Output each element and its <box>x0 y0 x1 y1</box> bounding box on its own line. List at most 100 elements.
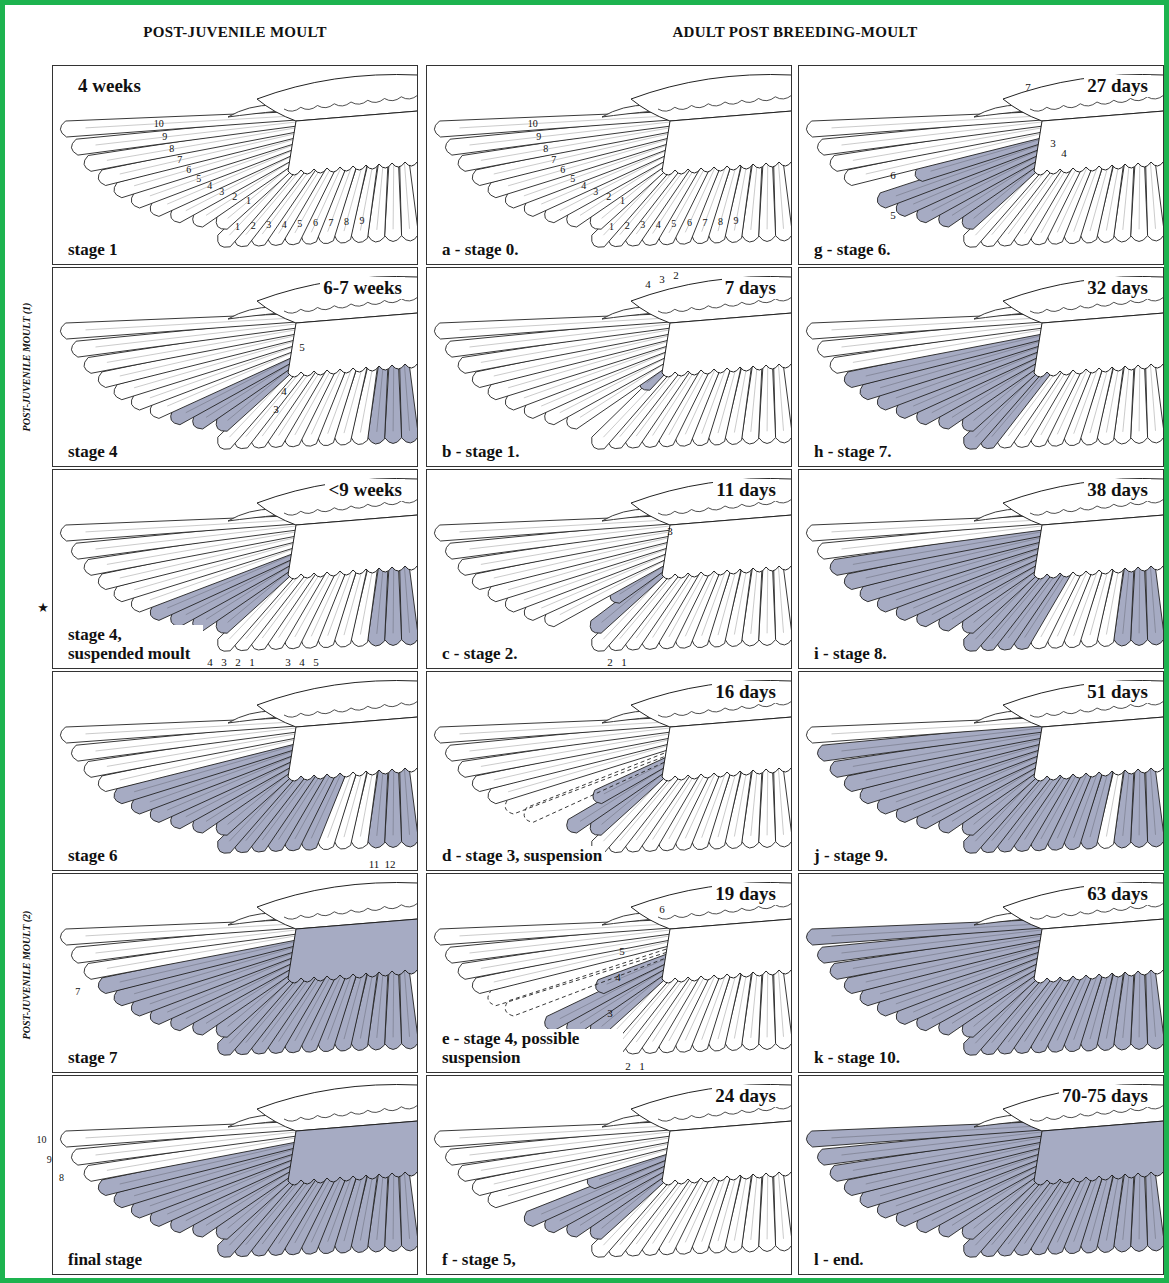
moult-stage-panel: stage 6 <box>52 671 418 871</box>
stage-label: f - stage 5, <box>439 1250 519 1269</box>
moult-stage-panel: 32 daysh - stage 7. <box>798 267 1164 467</box>
callout-number: 4 <box>581 181 586 191</box>
callout-number: 9 <box>47 1155 52 1165</box>
callout-number: 3 <box>266 220 271 230</box>
callout-number: 4 <box>207 181 212 191</box>
time-label: 16 days <box>712 681 779 703</box>
callout-number: 7 <box>1025 82 1031 93</box>
callout-number: 2 <box>232 192 237 202</box>
callout-number: 5 <box>570 174 575 184</box>
moult-stage-panel: 6-7 weeks stage 4 <box>52 267 418 467</box>
callout-number: 3 <box>593 187 598 197</box>
stage-label: b - stage 1. <box>439 442 522 461</box>
moult-stage-panel: <9 weeks stage 4, suspended moult <box>52 469 418 669</box>
moult-stage-panel: 4 weeks stage 1 <box>52 65 418 265</box>
callout-number: 2 <box>673 270 679 281</box>
callout-number: 2 <box>625 221 630 231</box>
callout-number: 3 <box>219 187 224 197</box>
time-label: 4 weeks <box>75 75 144 97</box>
stage-label: g - stage 6. <box>811 240 893 259</box>
stage-label: l - end. <box>811 1250 867 1269</box>
time-label: <9 weeks <box>325 479 405 501</box>
callout-number: 3 <box>640 220 645 230</box>
callout-number: 4 <box>282 220 287 230</box>
callout-number: 4 <box>299 657 305 668</box>
moult-stage-panel: 11 days c - stage 2. <box>426 469 792 669</box>
stage-label: c - stage 2. <box>439 644 521 663</box>
callout-number: 10 <box>154 119 164 129</box>
callout-number: 1 <box>249 657 255 668</box>
callout-number: 6 <box>560 165 565 175</box>
callout-number: 4 <box>1061 148 1067 159</box>
stage-label: stage 1 <box>65 240 121 259</box>
callout-number: 1 <box>246 196 251 206</box>
callout-number: 3 <box>273 404 279 415</box>
callout-number: 2 <box>625 1061 631 1072</box>
stage-label: e - stage 4, possible suspension <box>439 1029 623 1067</box>
callout-number: 7 <box>177 155 182 165</box>
callout-number: 5 <box>619 946 625 957</box>
callout-number: 2 <box>251 221 256 231</box>
callout-number: 6 <box>313 218 318 228</box>
callout-number: 5 <box>890 210 896 221</box>
callout-number: 7 <box>75 987 80 997</box>
callout-number: 9 <box>162 132 167 142</box>
moult-stage-panel: 51 daysj - stage 9. <box>798 671 1164 871</box>
callout-number: 3 <box>659 274 665 285</box>
moult-stage-panel: 7 days b - stage 1. <box>426 267 792 467</box>
callout-number: 1 <box>621 657 627 668</box>
callout-number: 3 <box>607 1008 613 1019</box>
callout-number: 3 <box>1050 138 1056 149</box>
callout-number: 2 <box>606 192 611 202</box>
time-label: 7 days <box>722 277 779 299</box>
callout-number: 1 <box>639 1061 645 1072</box>
time-label: 11 days <box>713 479 779 501</box>
callout-number: 8 <box>344 217 349 227</box>
callout-number: 8 <box>543 144 548 154</box>
stage-label: stage 4, suspended moult <box>65 625 203 663</box>
callout-number: 6 <box>890 170 896 181</box>
time-label: 32 days <box>1084 277 1151 299</box>
row-group-label: POST-JUVENILE MOULT (2) <box>21 911 32 1040</box>
callout-number: 8 <box>169 144 174 154</box>
callout-number: 7 <box>702 218 707 228</box>
stage-label: final stage <box>65 1250 145 1269</box>
moult-stage-panel: 16 days d - stage 3, suspension <box>426 671 792 871</box>
callout-number: 7 <box>551 155 556 165</box>
callout-number: 3 <box>285 657 291 668</box>
callout-number: 2 <box>607 657 613 668</box>
callout-number: 9 <box>536 132 541 142</box>
time-label: 63 days <box>1084 883 1151 905</box>
row-group-label: POST-JUVENILE MOULT (1) <box>21 303 32 432</box>
time-label: 6-7 weeks <box>320 277 405 299</box>
callout-number: 4 <box>656 220 661 230</box>
callout-number: 1 <box>609 222 614 232</box>
callout-number: 4 <box>281 386 287 397</box>
callout-number: 8 <box>718 217 723 227</box>
stage-label: d - stage 3, suspension <box>439 846 605 865</box>
moult-stage-panel: final stage <box>52 1075 418 1275</box>
moult-stage-panel: 63 daysk - stage 10. <box>798 873 1164 1073</box>
callout-number: 4 <box>645 279 651 290</box>
callout-number: 9 <box>360 216 365 226</box>
callout-number: 5 <box>671 219 676 229</box>
moult-stage-panel: 38 days i - stage 8. <box>798 469 1164 669</box>
callout-number: 6 <box>186 165 191 175</box>
callout-number: 8 <box>59 1173 64 1183</box>
callout-number: 5 <box>297 219 302 229</box>
moult-stage-panel: 70-75 daysl - end. <box>798 1075 1164 1275</box>
callout-number: 5 <box>313 657 319 668</box>
callout-number: 9 <box>734 216 739 226</box>
stage-label: stage 4 <box>65 442 121 461</box>
moult-stage-panel: a - stage 0. <box>426 65 792 265</box>
time-label: 27 days <box>1084 75 1151 97</box>
callout-number: 7 <box>328 218 333 228</box>
stage-label: j - stage 9. <box>811 846 891 865</box>
star-mark: ★ <box>37 600 49 615</box>
callout-number: 3 <box>667 526 673 537</box>
stage-label: i - stage 8. <box>811 644 890 663</box>
callout-number: 1 <box>620 196 625 206</box>
callout-number: 10 <box>528 119 538 129</box>
time-label: 38 days <box>1084 479 1151 501</box>
time-label: 19 days <box>712 883 779 905</box>
